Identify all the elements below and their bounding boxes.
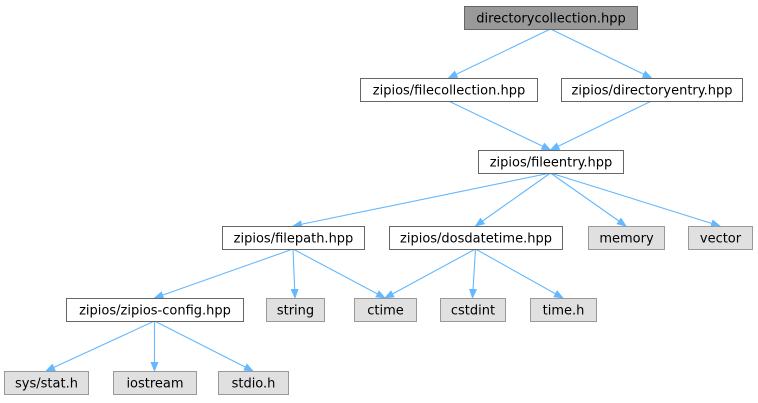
node-sysstat: sys/stat.h xyxy=(4,371,89,395)
node-box xyxy=(218,371,289,395)
node-ctime: ctime xyxy=(354,298,417,322)
node-label: zipios/directoryentry.hpp xyxy=(572,84,733,99)
edge-dosdatetime-to-timeh xyxy=(475,248,564,299)
edge-filecollection-to-fileentry xyxy=(448,100,552,151)
node-dosdatetime[interactable]: zipios/dosdatetime.hpp xyxy=(389,226,563,250)
node-cstdint: cstdint xyxy=(440,298,506,322)
node-box xyxy=(389,226,563,250)
node-label: vector xyxy=(700,232,742,247)
node-box xyxy=(354,298,417,322)
node-label: zipios/dosdatetime.hpp xyxy=(400,232,552,247)
edge-directorycollection-to-directoryentry xyxy=(550,28,653,79)
edge-line xyxy=(45,320,155,372)
node-label: string xyxy=(277,304,314,319)
edge-line xyxy=(549,100,652,151)
edge-line xyxy=(384,248,476,299)
node-filepath[interactable]: zipios/filepath.hpp xyxy=(222,226,365,250)
edge-line xyxy=(475,248,564,299)
node-label: zipios/filecollection.hpp xyxy=(373,84,525,99)
node-box xyxy=(66,298,244,322)
node-label: cstdint xyxy=(451,304,495,319)
edge-filepath-to-zipiosconfig xyxy=(153,248,294,299)
edge-line xyxy=(474,172,551,227)
nodes-layer: directorycollection.hpp zipios/filecollec… xyxy=(4,6,753,395)
node-vector: vector xyxy=(688,226,753,250)
node-string: string xyxy=(266,298,325,322)
node-label: iostream xyxy=(126,377,183,392)
node-box xyxy=(266,298,325,322)
edge-line xyxy=(447,28,551,79)
node-box xyxy=(113,371,197,395)
node-directoryentry[interactable]: zipios/directoryentry.hpp xyxy=(561,78,743,102)
node-label: ctime xyxy=(367,304,404,319)
edge-dosdatetime-to-cstdint xyxy=(469,248,478,299)
edge-line xyxy=(448,100,552,151)
node-label: zipios/fileentry.hpp xyxy=(490,156,613,171)
edge-line xyxy=(469,248,478,299)
node-box xyxy=(530,298,597,322)
node-memory: memory xyxy=(588,226,665,250)
node-label: zipios/filepath.hpp xyxy=(234,232,354,247)
edge-line xyxy=(550,172,627,227)
node-box xyxy=(222,226,365,250)
edges-layer xyxy=(45,28,721,372)
node-fileentry[interactable]: zipios/fileentry.hpp xyxy=(478,150,624,174)
edge-dosdatetime-to-ctime xyxy=(384,248,476,299)
edge-filepath-to-string xyxy=(290,248,299,299)
node-box xyxy=(688,226,753,250)
node-timeh: time.h xyxy=(530,298,597,322)
node-box xyxy=(561,78,743,102)
node-box xyxy=(440,298,506,322)
edge-line xyxy=(153,248,294,299)
node-iostream: iostream xyxy=(113,371,197,395)
edge-directoryentry-to-fileentry xyxy=(549,100,652,151)
edge-filepath-to-ctime xyxy=(292,248,386,299)
edge-fileentry-to-memory xyxy=(550,172,627,227)
node-label: sys/stat.h xyxy=(15,377,78,392)
edge-line xyxy=(550,172,721,228)
edge-fileentry-to-vector xyxy=(550,172,721,228)
edge-line xyxy=(290,248,299,299)
node-box xyxy=(4,371,89,395)
edge-zipiosconfig-to-stdio xyxy=(154,320,254,372)
node-label: time.h xyxy=(543,304,585,319)
node-directorycollection[interactable]: directorycollection.hpp xyxy=(464,6,638,30)
node-box xyxy=(478,150,624,174)
edge-line xyxy=(292,248,386,299)
node-label: zipios/zipios-config.hpp xyxy=(79,304,231,319)
node-stdio: stdio.h xyxy=(218,371,289,395)
node-label: directorycollection.hpp xyxy=(476,12,625,27)
edge-zipiosconfig-to-sysstat xyxy=(45,320,155,372)
edge-line xyxy=(292,172,551,229)
node-label: stdio.h xyxy=(232,377,276,392)
node-zipiosconfig[interactable]: zipios/zipios-config.hpp xyxy=(66,298,244,322)
node-box xyxy=(360,78,538,102)
node-box xyxy=(464,6,638,30)
edge-line xyxy=(154,320,254,372)
edge-directorycollection-to-filecollection xyxy=(447,28,551,79)
edge-fileentry-to-filepath xyxy=(292,172,551,229)
node-box xyxy=(588,226,665,250)
node-filecollection[interactable]: zipios/filecollection.hpp xyxy=(360,78,538,102)
node-label: memory xyxy=(599,232,654,247)
edge-line xyxy=(550,28,653,79)
edge-fileentry-to-dosdatetime xyxy=(474,172,551,227)
